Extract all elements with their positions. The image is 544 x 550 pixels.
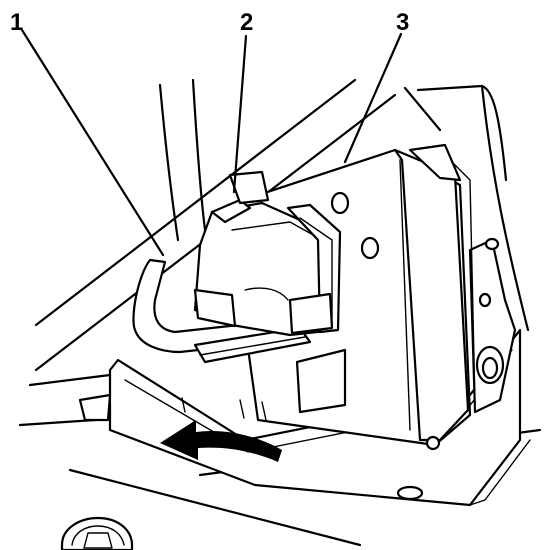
connector-front-face [193, 288, 237, 328]
motion-tick-1 [181, 397, 186, 413]
callout-labels: 1 2 3 [10, 9, 409, 36]
panel-line-upper [34, 78, 357, 327]
floor-edge-left [28, 373, 112, 387]
retainer-latch-bar [193, 326, 312, 364]
bracket-hole-bottom [396, 485, 424, 501]
callout-2: 2 [240, 9, 253, 36]
pillar-edge-left [158, 83, 180, 242]
module-corner-edge [399, 159, 411, 431]
pillar-edge-right [191, 78, 207, 232]
floor-edge-lower [18, 418, 97, 427]
connector-seal-curve [244, 287, 289, 301]
leader-line-3 [343, 32, 403, 164]
connector-cover-edge [299, 217, 333, 326]
connector-release-lever [228, 170, 270, 205]
bracket-bottom-edge [469, 439, 531, 506]
motion-tick-2 [239, 399, 245, 419]
fastener-flange [71, 525, 125, 546]
mounting-bracket [78, 237, 531, 507]
callout-3: 3 [396, 9, 409, 36]
motion-tick-3 [261, 401, 267, 421]
electrical-connector [193, 170, 342, 337]
bracket-hole-mid [478, 292, 492, 308]
connector-lock-tab [210, 198, 252, 224]
leader-line-2 [232, 34, 248, 194]
retainer-latch-edge [199, 336, 306, 356]
leader-line-1 [20, 28, 165, 257]
connector-top-ridge [231, 221, 316, 237]
bracket-tab-left [78, 393, 112, 422]
fastener-head [60, 516, 134, 550]
callout-1: 1 [10, 9, 23, 36]
floor-diagonal [68, 468, 362, 547]
grommet-inner [481, 356, 499, 380]
trim-inner-edge [480, 84, 508, 182]
fastener-hex [83, 532, 113, 549]
connector-lower-shroud [288, 292, 334, 335]
bracket-base [108, 328, 522, 507]
fastener-icon [60, 516, 134, 550]
rotation-arrow-icon [160, 397, 282, 462]
module-fastener [425, 435, 441, 451]
panel-notch [403, 86, 442, 132]
bracket-hole-top [484, 237, 500, 251]
control-module [226, 143, 476, 451]
module-label-plate [295, 348, 347, 414]
module-lid-corner [408, 143, 462, 182]
rotation-arrow-shape [160, 420, 282, 462]
trim-outer-edge [416, 84, 530, 332]
module-mount-hole-lower [360, 236, 380, 260]
leader-lines [20, 28, 403, 257]
module-mount-hole-upper [330, 191, 350, 215]
